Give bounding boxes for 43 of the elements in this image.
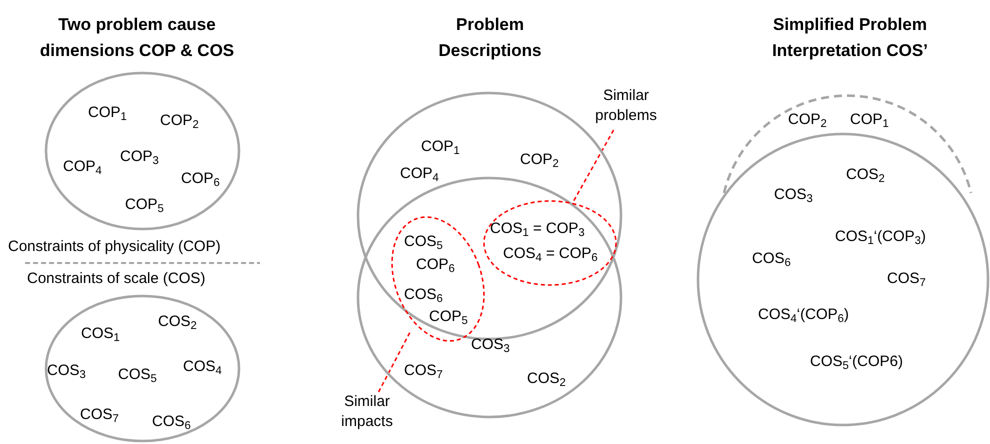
set-member-label: COS$_{6}$ — [404, 286, 443, 304]
set-member-label: COP$_{5}$ — [429, 308, 468, 326]
set-member-label: COP$_{4}$ — [400, 165, 439, 183]
set-member-label: COS$_{7}$ — [887, 270, 926, 288]
set-member-label: COP$_{2}$ — [520, 151, 559, 169]
set-member-label: COS$_{3}$ — [47, 362, 86, 380]
set-member-label: COS$_{1}$‘(COP$_{3}$) — [835, 228, 926, 246]
set-member-label: COS$_{3}$ — [471, 336, 510, 354]
set-member-label: COS$_{5}$ — [404, 233, 443, 251]
panel-heading: Problem Descriptions — [438, 14, 542, 62]
set-member-label: COP$_{3}$ — [120, 148, 159, 166]
leader-line — [572, 130, 614, 203]
set-member-label: COS$_{2}$ — [158, 313, 197, 331]
callout-text: Similar problems — [590, 86, 662, 126]
leader-line — [378, 332, 411, 392]
set-member-label: COS$_{1}$ — [81, 325, 120, 343]
set-member-label: COP$_{6}$ — [181, 170, 220, 188]
set-member-label: COS$_{1}$ = COP$_{3}$ — [490, 220, 585, 238]
set-member-label: COS$_{6}$ — [752, 250, 791, 268]
set-member-label: COS$_{5}$ — [118, 366, 157, 384]
panel-heading: Simplified Problem Interpretation COS’ — [771, 14, 929, 62]
set-member-label: COS$_{5}$‘(COP6) — [810, 353, 903, 371]
set-member-label: COS$_{7}$ — [404, 362, 443, 380]
set-member-label: COP$_{1}$ — [850, 111, 890, 129]
set-member-label: COS$_{4}$‘(COP$_{6}$) — [758, 306, 849, 324]
set-member-label: COP$_{5}$ — [125, 196, 164, 214]
set-member-label: COS$_{7}$ — [80, 406, 119, 424]
set-member-label: COS$_{4}$ — [183, 358, 222, 376]
constraint-caption: Constraints of physicality (COP) — [8, 237, 222, 257]
callout-text: Similar impacts — [333, 392, 401, 432]
set-member-label: COS$_{4}$ = COP$_{6}$ — [503, 245, 598, 263]
set-member-label: COP$_{1}$ — [88, 104, 127, 122]
panel-heading: Two problem cause dimensions COP & COS — [38, 14, 236, 62]
set-member-label: COS$_{2}$ — [527, 370, 566, 388]
set-member-label: COS$_{3}$ — [774, 186, 813, 204]
constraint-caption: Constraints of scale (COS) — [27, 269, 206, 289]
set-member-label: COP$_{4}$ — [63, 158, 102, 176]
set-member-label: COP$_{1}$ — [421, 138, 460, 156]
set-member-label: COS$_{6}$ — [152, 413, 191, 431]
set-member-label: COS$_{2}$ — [846, 166, 885, 184]
set-member-label: COP$_{2}$ — [788, 111, 828, 129]
set-member-label: COP$_{2}$ — [160, 112, 199, 130]
set-member-label: COP$_{6}$ — [416, 256, 455, 274]
